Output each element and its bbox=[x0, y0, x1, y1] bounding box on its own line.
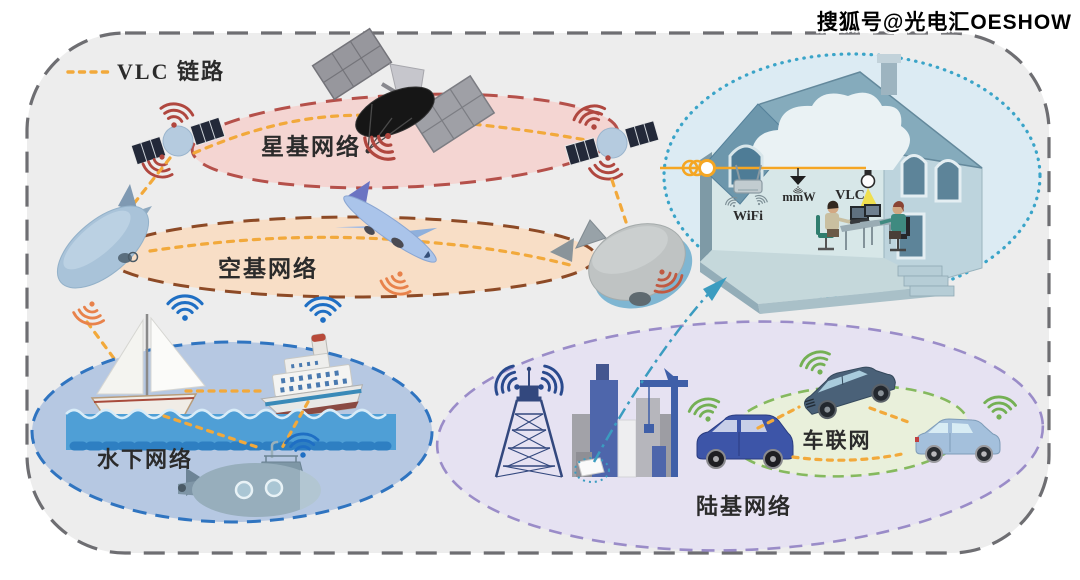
relay-satellite-left-icon bbox=[130, 116, 226, 166]
minivan-icon bbox=[696, 414, 794, 469]
relay-satellite-right-icon bbox=[564, 120, 660, 166]
vehicle-network-label: 车联网 bbox=[802, 428, 872, 453]
vlc-label: VLC bbox=[835, 188, 865, 203]
mmw-label: mmW bbox=[782, 189, 816, 204]
wifi-label: WiFi bbox=[732, 209, 764, 224]
mmw-lamp-icon bbox=[790, 168, 806, 185]
hut-highlight-circle bbox=[574, 457, 610, 483]
radio-tower-icon bbox=[494, 366, 564, 478]
vlc-link-airship-sailboat bbox=[85, 320, 132, 382]
underwater-network-label: 水下网络 bbox=[96, 447, 194, 472]
communication-satellite-icon bbox=[311, 27, 496, 154]
house-icon bbox=[700, 54, 983, 314]
ground-network-label: 陆基网络 bbox=[695, 494, 793, 519]
vlc-link-sailboat-submarine bbox=[162, 414, 262, 450]
satellite-network-label: 星基网络 bbox=[261, 134, 361, 160]
vlc-link-minivan-sedan bbox=[756, 405, 801, 430]
wifi-router-icon bbox=[733, 164, 763, 194]
legend-vlc-label: VLC 链路 bbox=[117, 59, 225, 84]
vlc-link-satellite-airship bbox=[130, 156, 172, 208]
vlc-link-satellite-cargoship bbox=[610, 178, 628, 224]
home-uplink-arrow bbox=[592, 277, 727, 463]
air-network-label: 空基网络 bbox=[218, 256, 318, 282]
watermark: 搜狐号@光电汇OESHOW bbox=[816, 11, 1072, 34]
city-buildings-icon bbox=[572, 364, 688, 483]
vlc-link-ship-submarine bbox=[280, 400, 310, 450]
vlc-link-minivan-hatchback bbox=[791, 451, 909, 462]
water-surface bbox=[65, 408, 397, 451]
vlc-link-sedan-hatchback bbox=[868, 406, 913, 425]
crane-icon bbox=[640, 368, 688, 477]
person-right bbox=[860, 201, 910, 252]
submarine-icon bbox=[178, 440, 322, 517]
fiber-cable bbox=[660, 159, 866, 177]
hatchback-icon bbox=[915, 418, 1001, 463]
small-hut bbox=[577, 457, 605, 477]
airship-icon bbox=[56, 184, 152, 289]
sedan-icon bbox=[804, 366, 896, 420]
airplane-icon bbox=[335, 180, 438, 263]
air-network-ellipse bbox=[106, 215, 598, 299]
